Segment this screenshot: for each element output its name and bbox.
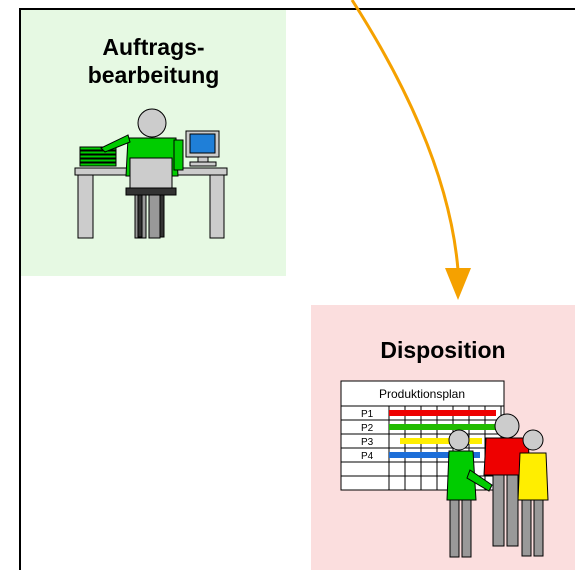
office-worker-illustration (74, 108, 228, 239)
planning-team-illustration (446, 413, 549, 558)
flow-arrow-head (445, 268, 471, 300)
green-person-icon (446, 429, 493, 558)
order-processing-title-line1: Auftrags- (102, 34, 205, 60)
plan-row-bar (389, 452, 480, 458)
order-processing-title-line2: bearbeitung (87, 62, 220, 88)
plan-row-label: P1 (361, 409, 374, 420)
disposition-title: Disposition (380, 337, 506, 363)
red-person-icon (483, 413, 531, 547)
office-person-icon (100, 108, 184, 239)
diagram-frame (19, 8, 575, 570)
yellow-person-icon (517, 429, 549, 557)
plan-row-label: P4 (361, 451, 374, 462)
plan-row-label: P2 (361, 423, 374, 434)
plan-row-bar (400, 438, 482, 444)
production-plan-bars (389, 410, 496, 458)
flow-arrow-line (350, 0, 460, 271)
plan-row-bar (389, 410, 496, 416)
paper-stack-icon (79, 146, 117, 167)
plan-row-label: P3 (361, 437, 374, 448)
plan-row-bar (389, 424, 496, 430)
computer-monitor-icon (185, 130, 220, 167)
flow-arrow (350, 0, 471, 300)
production-plan-title: Produktionsplan (379, 387, 465, 401)
